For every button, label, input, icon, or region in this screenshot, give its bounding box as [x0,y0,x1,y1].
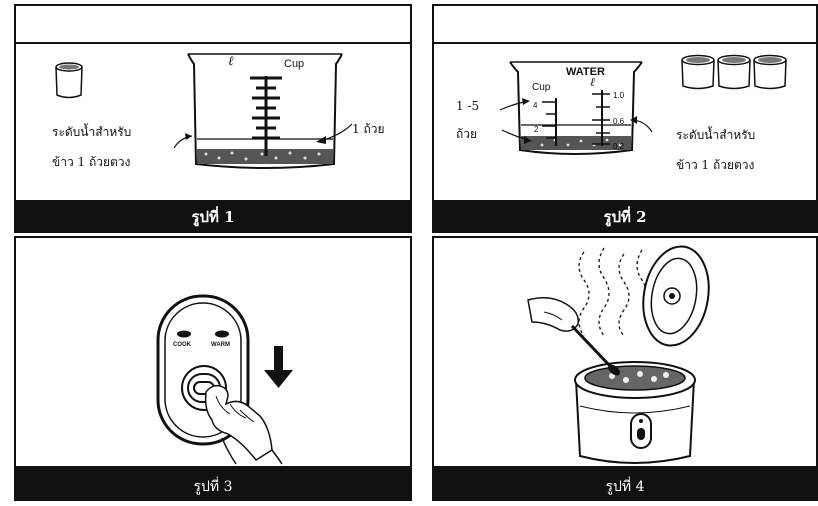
liter-scale-0-6: 0.6 [613,114,624,130]
steam-lines [579,248,647,336]
figure-1-panel: Cup ℓ ระดับน้ำสำหรับ ข้าว 1 ถ้วยตวง 1 ถ้… [14,4,412,202]
figure-2-panel: WATER Cup ℓ 4 2 1.0 0.6 0.2 1 -5 ถ้วย ระ… [432,4,818,202]
control-panel-illustration [16,238,414,470]
figure-2-caption: รูปที่ 2 [432,202,818,233]
cup-scale-4: 4 [533,98,537,114]
rice-cup-icon [56,63,82,98]
cup-scale-2: 2 [534,122,538,138]
cook-indicator-lamp [177,331,191,338]
warm-label: WARM [211,341,230,349]
cups-range-label-line1: 1 -5 [456,98,479,114]
cups-range-label-line2: ถ้วย [456,126,477,142]
figure-4-panel [432,236,818,468]
liter-symbol-text: ℓ [590,74,595,90]
figure-3-caption: รูปที่ 3 [14,468,412,501]
cook-label: COOK [173,341,191,349]
figure-1-caption-text: รูปที่ 1 [191,208,234,226]
figure-3-caption-text: รูปที่ 3 [194,479,233,495]
cup-scale-text: Cup [532,80,550,96]
warm-indicator-lamp [215,331,229,338]
liter-scale-0-2: 0.2 [613,139,624,155]
measuring-cup-illustration [16,6,414,204]
three-rice-cups-icon [682,56,786,89]
water-level-label-line1: ระดับน้ำสำหรับ [52,124,131,140]
water-text: WATER [566,64,605,80]
figure-4-caption-text: รูปที่ 4 [606,479,645,495]
cup-scale-text: Cup [284,56,304,72]
one-cup-label: 1 ถ้วย [352,121,384,137]
figure-3-panel: COOK WARM [14,236,412,468]
liter-symbol-text: ℓ [228,54,233,70]
water-level-label-line2: ข้าว 1 ถ้วยตวง [52,154,130,170]
inner-pot-scale-illustration [434,6,818,204]
water-level-label-line1: ระดับน้ำสำหรับ [676,127,755,143]
figure-1-caption: รูปที่ 1 [14,202,412,233]
figure-2-caption-text: รูปที่ 2 [603,208,646,226]
open-lid [636,241,716,351]
figure-4-caption: รูปที่ 4 [432,468,818,501]
rice-cooker-illustration [434,238,818,470]
liter-scale-1-0: 1.0 [613,88,624,104]
press-down-arrow-icon [264,346,293,388]
water-level-label-line2: ข้าว 1 ถ้วยตวง [676,157,754,173]
